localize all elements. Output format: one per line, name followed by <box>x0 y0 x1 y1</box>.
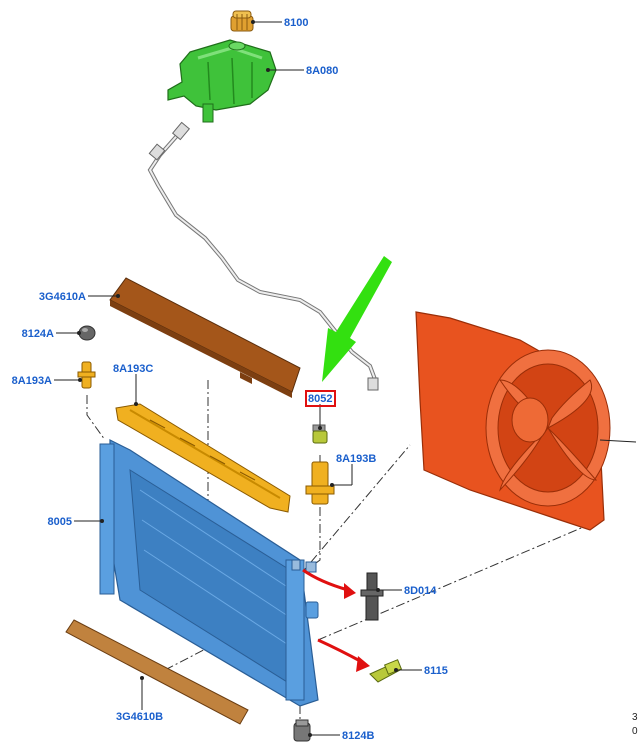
cooling-fan-shroud[interactable] <box>415 311 637 531</box>
label-3g4610a[interactable]: 3G4610A <box>39 291 86 303</box>
radiator[interactable] <box>99 439 319 707</box>
label-8100[interactable]: 8100 <box>284 17 308 29</box>
label-8052[interactable]: 8052 <box>308 393 332 405</box>
label-8124a[interactable]: 8124A <box>22 328 54 340</box>
label-8a193a[interactable]: 8A193A <box>12 375 52 387</box>
bracket-a[interactable] <box>77 361 96 389</box>
label-3g4610b[interactable]: 3G4610B <box>116 711 163 723</box>
lower-mount-insulator[interactable] <box>293 719 311 742</box>
label-8115[interactable]: 8115 <box>424 665 448 677</box>
label-8005[interactable]: 8005 <box>48 516 72 528</box>
corner-text-1: 3 <box>632 712 638 723</box>
drain-plug[interactable] <box>360 572 384 621</box>
corner-reference: 3 0 <box>632 712 638 737</box>
corner-text-2: 0 <box>632 726 638 737</box>
flow-arrows <box>302 568 370 672</box>
bracket-c[interactable] <box>115 403 291 513</box>
label-8124b[interactable]: 8124B <box>342 730 374 742</box>
label-8a193c[interactable]: 8A193C <box>113 363 153 375</box>
part-labels: 8100 8A080 3G4610A 8124A 8A193A 8A193C 8… <box>12 17 448 742</box>
upper-radiator-seal[interactable] <box>109 277 301 398</box>
bracket-b[interactable] <box>305 461 335 505</box>
reservoir-cap[interactable] <box>230 10 254 32</box>
highlight-pointer-arrow <box>322 256 392 382</box>
leader-lines <box>54 20 422 737</box>
highlight-box <box>305 390 336 407</box>
label-8a080[interactable]: 8A080 <box>306 65 338 77</box>
upper-mount-insulator[interactable] <box>78 325 96 341</box>
label-8d014[interactable]: 8D014 <box>404 585 437 597</box>
lower-radiator-seal[interactable] <box>65 619 249 725</box>
label-8a193b[interactable]: 8A193B <box>336 453 376 465</box>
coolant-expansion-tank[interactable] <box>167 39 277 123</box>
